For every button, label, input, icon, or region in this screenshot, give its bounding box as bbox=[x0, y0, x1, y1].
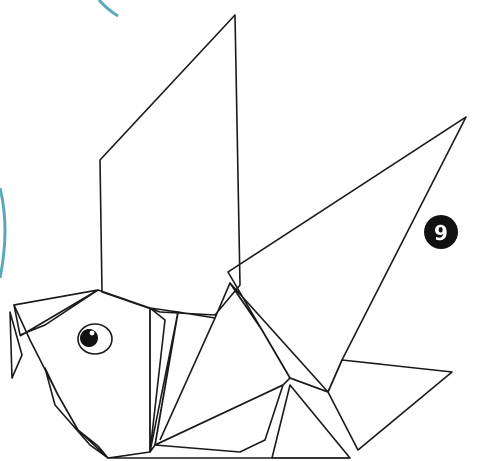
eye bbox=[78, 324, 112, 354]
front-wing bbox=[228, 117, 466, 392]
underside-fold-base bbox=[272, 385, 350, 458]
crease-wing-root bbox=[160, 318, 215, 440]
back-wing bbox=[100, 15, 240, 315]
arrow-fragment-left bbox=[0, 188, 5, 278]
head-panel bbox=[14, 290, 165, 458]
tail-flap bbox=[328, 360, 452, 450]
underside-fold-neck bbox=[10, 312, 22, 378]
underside-fold-head bbox=[45, 368, 108, 458]
arrow-fragment-top bbox=[99, 0, 118, 16]
underside-fold-belly bbox=[155, 385, 283, 452]
step-number: 9 bbox=[434, 221, 448, 245]
step-number-badge: 9 bbox=[424, 215, 458, 249]
body-panel bbox=[155, 283, 290, 445]
